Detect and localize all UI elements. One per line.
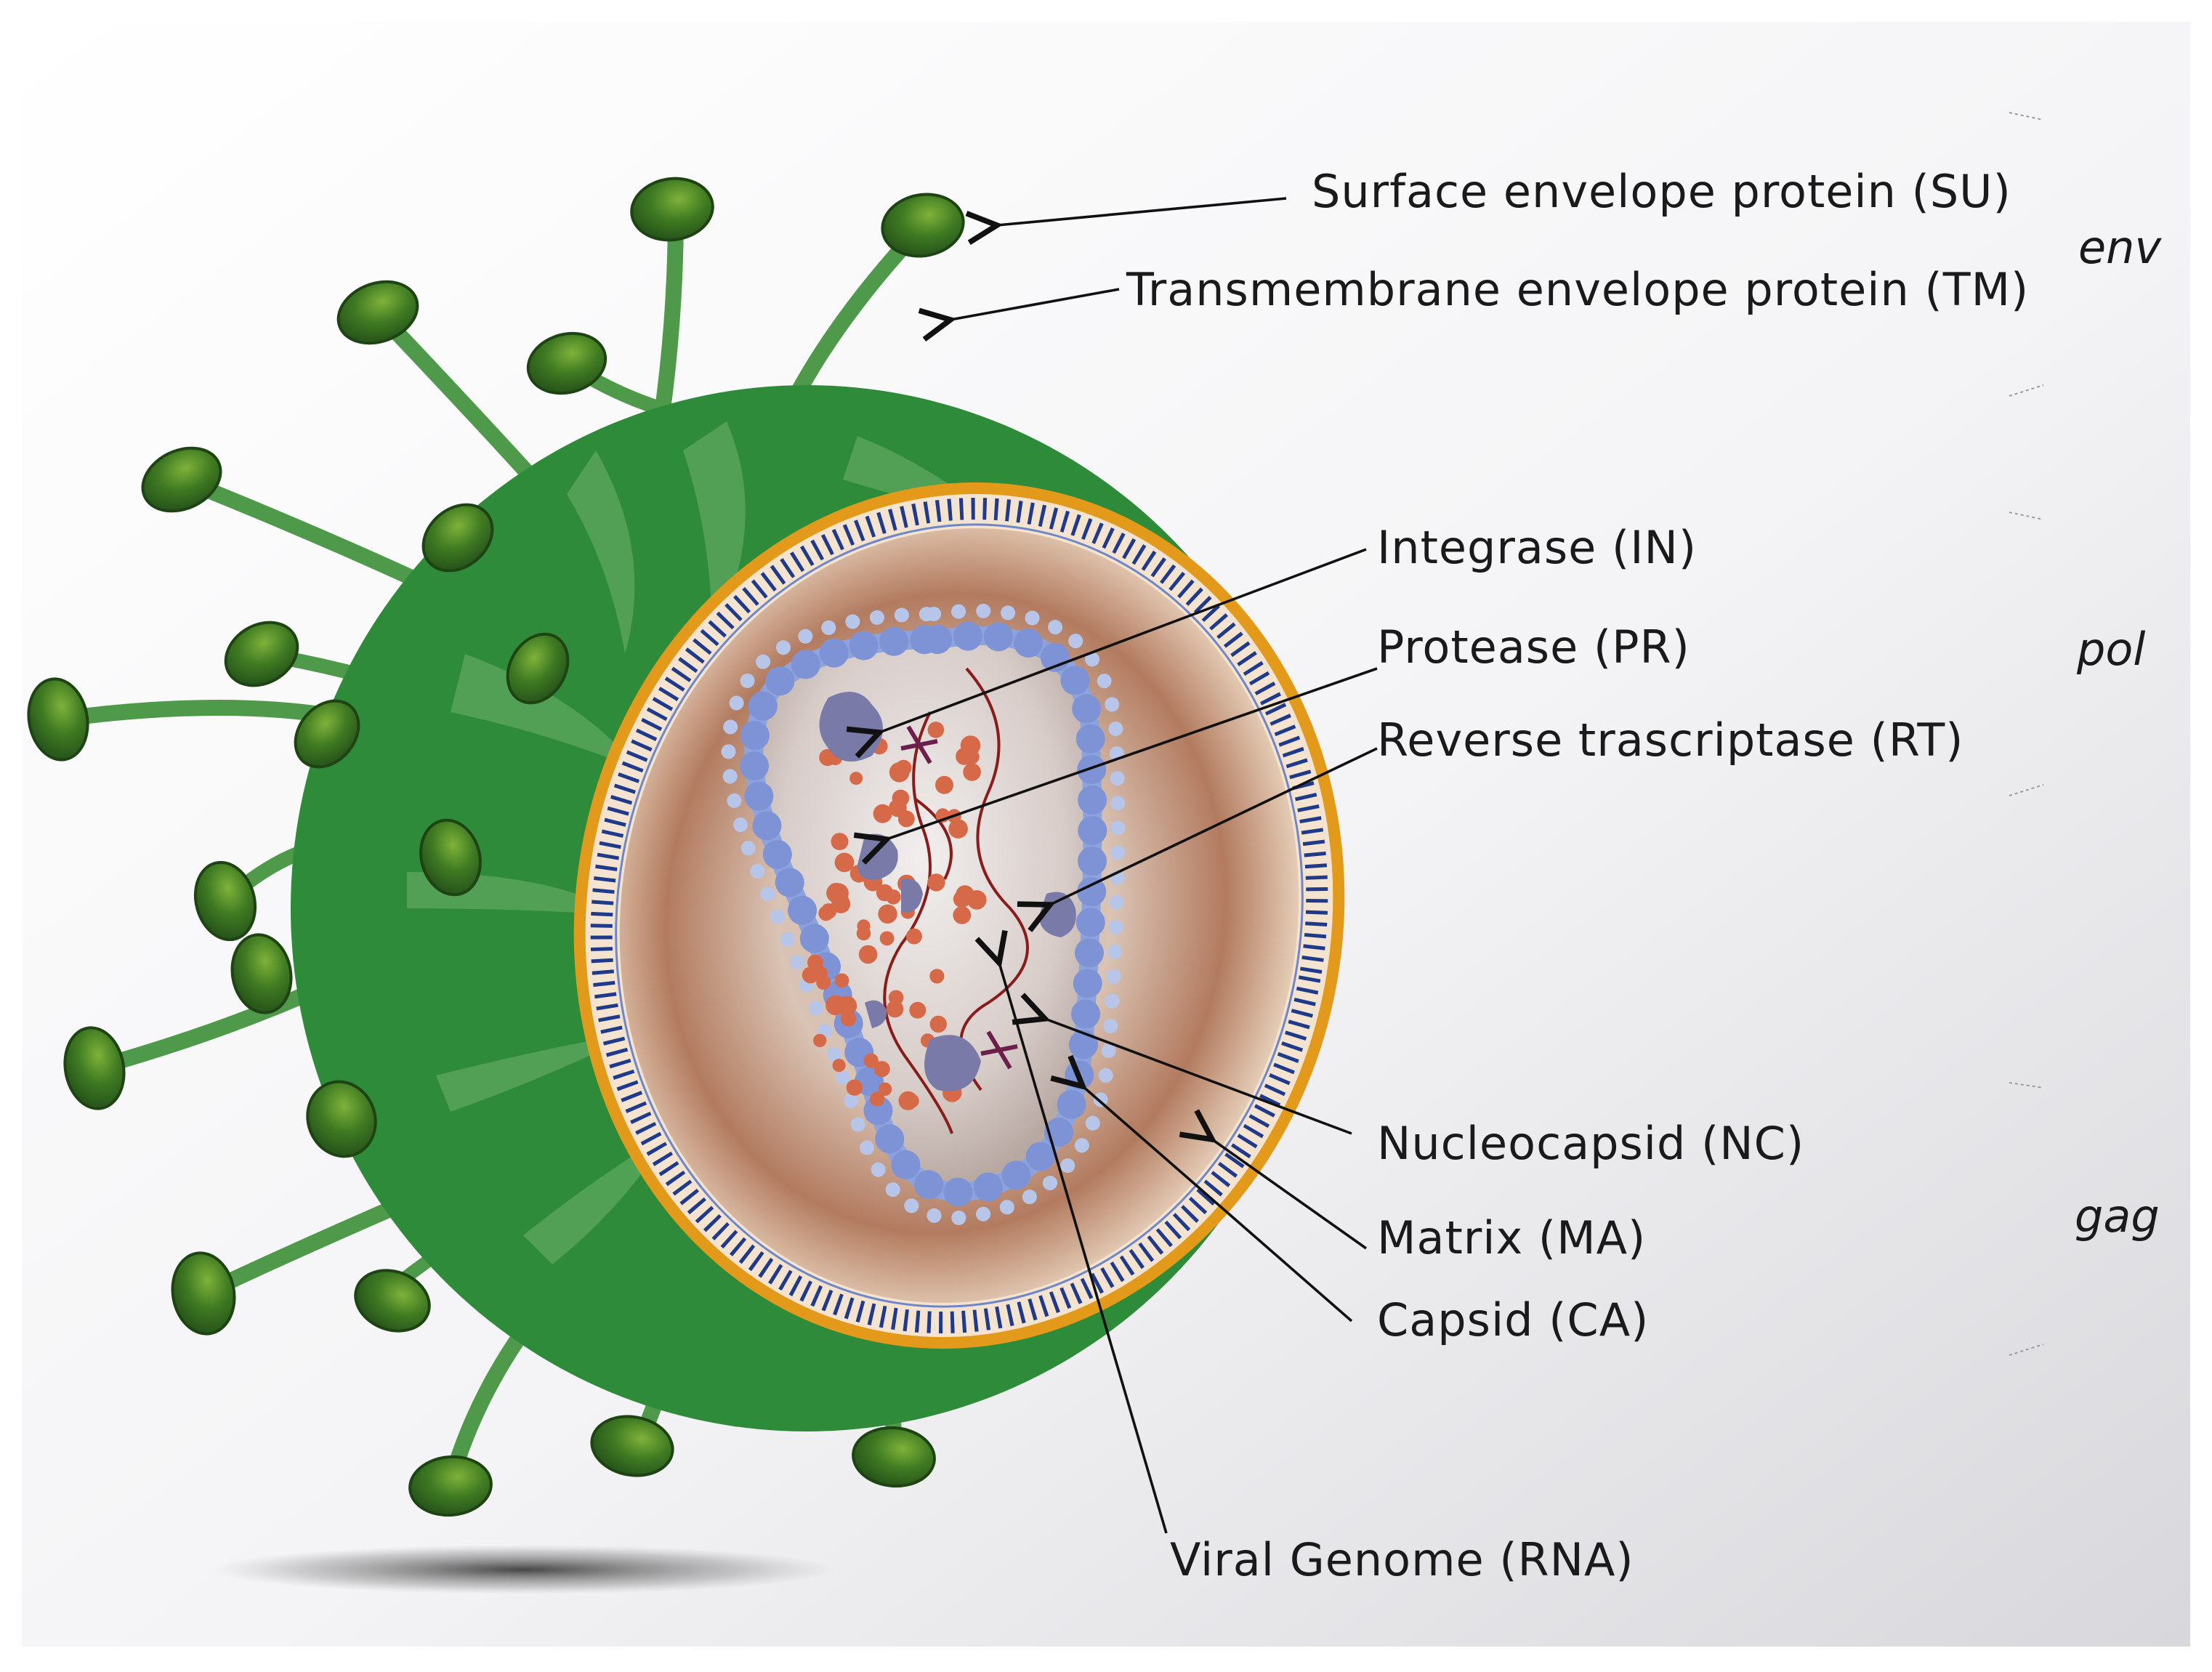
spike-head <box>141 446 222 513</box>
nucleocapsid-dot <box>870 1091 885 1107</box>
matrix-inner-line <box>615 523 1304 1308</box>
spike-head <box>408 1455 493 1517</box>
label-rt: Reverse trascriptase (RT) <box>1377 714 1963 767</box>
spike-head <box>630 177 714 242</box>
nucleocapsid-dot <box>813 1033 827 1048</box>
gene-pol: pol <box>2076 623 2146 676</box>
label-genome: Viral Genome (RNA) <box>1170 1533 1634 1586</box>
spike-head <box>590 1415 674 1477</box>
nucleocapsid-dot <box>964 749 980 764</box>
spike-head <box>336 280 419 345</box>
nucleocapsid-dot <box>935 775 953 794</box>
nucleocapsid-dot <box>876 884 894 902</box>
nucleocapsid-dot <box>849 772 863 785</box>
leader-su <box>997 197 1287 225</box>
enzyme-blob <box>924 1035 981 1091</box>
spike-head <box>419 818 482 897</box>
enzyme-blob <box>865 1000 887 1028</box>
spike-head <box>193 860 257 942</box>
leader-nucleocapsid <box>1045 1019 1352 1135</box>
nucleocapsid-dot <box>948 819 968 839</box>
label-tm: Transmembrane envelope protein (TM) <box>1126 263 2029 316</box>
nucleocapsid-dot <box>834 852 855 873</box>
nucleocapsid-dot <box>873 1061 890 1078</box>
spike-head <box>506 632 570 705</box>
gene-labels: env pol gag <box>2075 221 2162 1243</box>
gene-env: env <box>2078 221 2162 274</box>
nucleocapsid-dot <box>873 804 892 823</box>
capsid-outer-beads <box>721 603 1126 1226</box>
nucleocapsid-dot <box>858 945 878 964</box>
leader-rt <box>1050 747 1378 905</box>
nucleocapsid-dot <box>826 883 847 903</box>
nucleocapsid-dot <box>956 885 974 904</box>
nucleocapsid-dot <box>927 873 945 892</box>
leader-integrase <box>879 548 1367 732</box>
nucleocapsid-dot <box>836 995 857 1016</box>
spike-head <box>171 1251 236 1336</box>
nucleocapsid-dot <box>905 1094 919 1108</box>
nucleocapsid-dot <box>857 919 871 933</box>
nucleocapsid-dot <box>879 931 895 946</box>
leader-lines <box>879 197 1378 1534</box>
nucleocapsid-dot <box>832 1059 846 1073</box>
nucleocapsid-dot <box>963 763 981 781</box>
label-capsid: Capsid (CA) <box>1377 1293 1649 1346</box>
labels: Surface envelope protein (SU) Transmembr… <box>1126 165 2029 1586</box>
bracket-ticks <box>2009 112 2044 1356</box>
rna-strands <box>883 667 1029 1134</box>
leader-protease <box>887 667 1378 839</box>
spike-head <box>230 933 293 1014</box>
nucleocapsid-dot <box>888 990 904 1006</box>
leader-matrix <box>1212 1139 1368 1250</box>
spike-head <box>224 621 299 687</box>
nucleocapsid-dot <box>886 1000 904 1018</box>
nucleocapsid-dot <box>831 833 849 851</box>
matrix-ring <box>590 498 1328 1333</box>
nucleocapsid-dot <box>878 1082 892 1097</box>
nucleocapsid-dot <box>807 954 823 971</box>
enzyme-blob <box>901 879 923 913</box>
spike-head <box>306 1080 377 1158</box>
spike-head <box>881 193 965 258</box>
ground-shadow <box>211 1545 836 1594</box>
spike-head <box>526 331 608 395</box>
leader-tm <box>950 288 1120 320</box>
spike-heads <box>27 177 965 1517</box>
spike-head <box>852 1426 936 1488</box>
leader-capsid <box>1083 1086 1353 1322</box>
label-matrix: Matrix (MA) <box>1377 1211 1646 1264</box>
spike-head <box>63 1026 126 1110</box>
label-protease: Protease (PR) <box>1377 621 1690 674</box>
label-su: Surface envelope protein (SU) <box>1312 165 2011 218</box>
nucleocapsid-dot <box>895 759 912 776</box>
nucleocapsid-dot <box>929 1015 948 1033</box>
nucleocapsid-dot <box>889 799 907 817</box>
nucleocapsid-dot <box>878 904 897 924</box>
leader-genome <box>999 963 1168 1534</box>
nucleocapsid-dot <box>909 1001 927 1019</box>
capsid-beads <box>739 621 1107 1207</box>
spike-head <box>27 677 89 762</box>
gene-gag: gag <box>2075 1190 2160 1243</box>
nucleocapsid-dot <box>846 1079 863 1096</box>
nucleocapsid-dot <box>834 973 849 988</box>
spike-head <box>354 1269 431 1333</box>
nucleocapsid-dot <box>929 969 945 984</box>
nucleocapsid-dot <box>863 1053 879 1068</box>
integrase-cross <box>900 725 1018 1070</box>
nucleocapsid-dot <box>816 975 831 990</box>
nucleocapsid-dot <box>905 928 922 945</box>
nucleocapsid-dot <box>953 906 972 924</box>
nucleocapsid-dot <box>927 722 945 738</box>
spike-head <box>421 503 494 573</box>
label-nucleocapsid: Nucleocapsid (NC) <box>1377 1117 1804 1170</box>
nucleocapsid-dot <box>820 903 837 919</box>
label-integrase: Integrase (IN) <box>1377 521 1697 574</box>
spike-head <box>294 699 360 769</box>
